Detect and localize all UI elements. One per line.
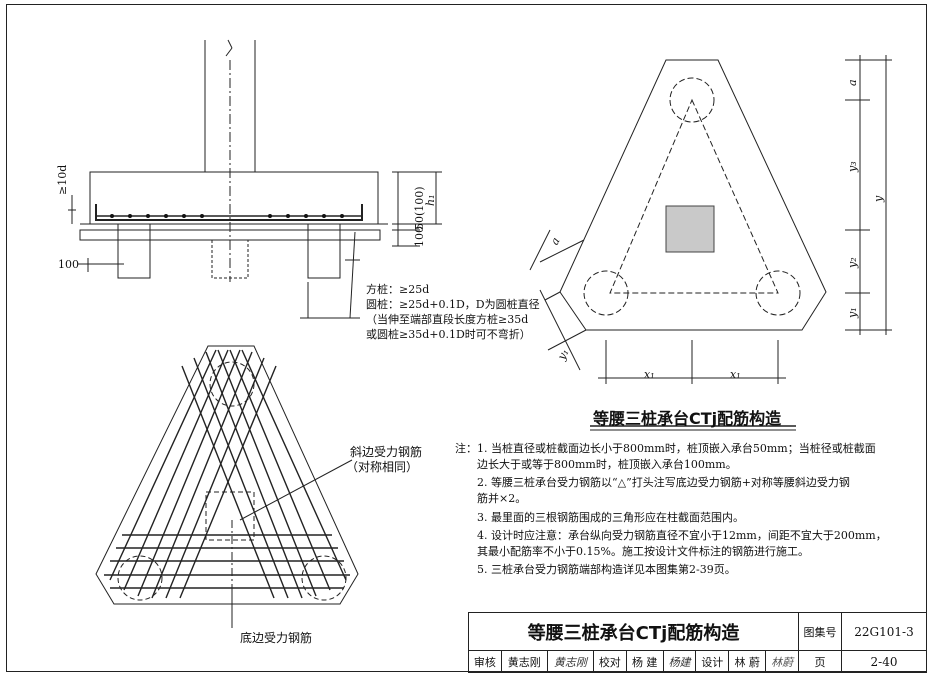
rebar-view [95,345,359,628]
notes-prefix: 注： [455,442,477,455]
dim-100-left-label: 100 [58,258,79,271]
note-line-5: 3. 最里面的三根钢筋围成的三角形应在柱截面范围内。 [477,511,744,524]
dim-x1-left-label: x₁ [644,368,655,381]
page-label: 页 [798,650,842,673]
checker-name: 杨 建 [625,650,664,673]
dim-a-top-label: a [846,79,859,86]
bottom-rebar-label: 底边受力钢筋 [240,631,313,645]
atlas-number: 22G101-3 [841,612,927,651]
section-note-3: 或圆桩≥35d+0.1D时可不弯折） [366,328,531,341]
design-label: 设计 [695,650,730,673]
dim-y2-label: y₂ [846,257,859,268]
note-line-4: 筋并×2。 [477,492,527,505]
dim-y-label: y [872,195,885,202]
section-note-0: 方桩：≥25d [366,283,430,296]
page-number: 2-40 [841,650,927,673]
note-line-2: 边长大于或等于800mm时，桩顶嵌入承台100mm。 [477,458,737,471]
dim-x1-right-label: x₁ [730,368,741,381]
dim-50-label: 50(100) [413,186,426,230]
section-note-2: （当伸至端部直段长度方桩≥35d [366,313,529,326]
review-label: 审核 [468,650,502,673]
section-note-1: 圆桩：≥25d+0.1D，D为圆桩直径 [366,298,540,311]
check-label: 校对 [592,650,627,673]
dim-100-right-label: 100 [413,226,426,247]
slant-rebar-sublabel: （对称相同） [346,460,419,474]
title-block: 等腰三桩承台CTj配筋构造 图集号 22G101-3 审核 黄志刚 黄志刚 校对… [468,612,927,673]
note-line-6: 4. 设计时应注意：承台纵向受力钢筋直径不宜小于12mm，间距不宜大于200mm… [477,529,887,542]
dim-y1-right-label: y₁ [846,307,859,318]
note-line-3: 2. 等腰三桩承台受力钢筋以“△”打头注写底边受力钢筋+对称等腰斜边受力钢 [477,476,850,489]
reviewer-signature: 黄志刚 [546,650,594,673]
dim-y3-label: y₃ [846,161,859,172]
note-line-1: 1. 当桩直径或桩截面边长小于800mm时，桩顶嵌入承台50mm；当桩径或桩截面 [477,442,876,455]
sheet-border [6,4,927,672]
atlas-label: 图集号 [798,612,842,651]
note-line-7: 其最小配筋率不小于0.15%。施工按设计文件标注的钢筋进行施工。 [477,545,809,558]
title-block-title: 等腰三桩承台CTj配筋构造 [468,612,799,651]
note-line-8: 5. 三桩承台受力钢筋端部构造详见本图集第2-39页。 [477,563,736,576]
designer-signature: 林蔚 [765,650,799,673]
dim-h1-label: h₁ [424,194,437,207]
checker-signature: 杨建 [662,650,697,673]
dim-cover-label: ≥10d [56,164,69,195]
plan-view-title: 等腰三桩承台CTj配筋构造 [593,409,782,428]
plan-view [529,55,892,384]
slant-rebar-label: 斜边受力钢筋 [350,445,423,459]
section-view [68,39,442,319]
designer-name: 林 蔚 [728,650,767,673]
reviewer-name: 黄志刚 [500,650,548,673]
